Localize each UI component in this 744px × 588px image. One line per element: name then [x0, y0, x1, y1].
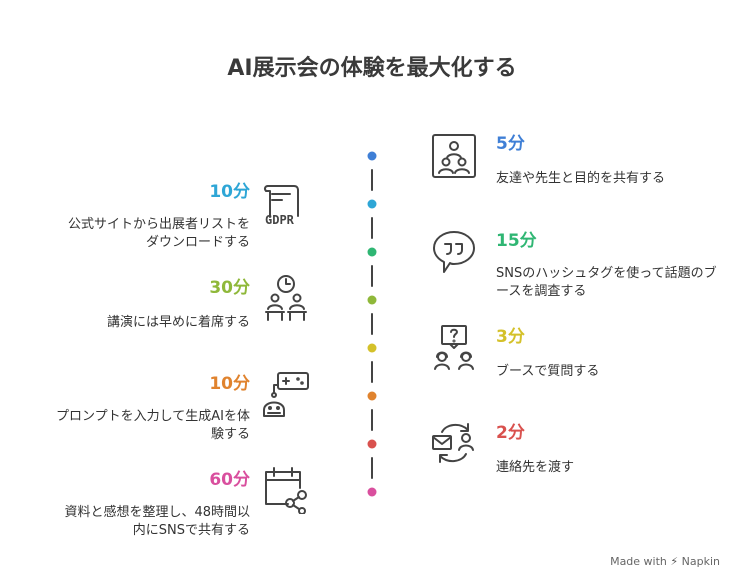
timeline-dot	[367, 295, 377, 305]
timeline-item-left-1: 10分 公式サイトから出展者リストを ダウンロードする	[20, 182, 250, 252]
duration-label: 2分	[496, 423, 525, 443]
timeline-dot	[367, 247, 377, 257]
description-label: SNSのハッシュタグを使って話題のブースを調査する	[496, 266, 717, 299]
timeline-item-left-4: 60分 資料と感想を整理し、48時間以 内にSNSで共有する	[20, 470, 250, 540]
description-line: 公式サイトから出展者リストを	[67, 217, 250, 232]
timeline-dot	[367, 151, 377, 161]
quote-bubble-icon	[430, 228, 478, 276]
duration-label: 30分	[209, 278, 250, 298]
timeline-dot	[367, 487, 377, 497]
description-line: ダウンロードする	[145, 235, 250, 250]
timeline-item-right-2: 15分 SNSのハッシュタグを使って話題のブースを調査する	[496, 231, 726, 301]
made-with-napkin-credit: Made with ⚡ Napkin	[610, 555, 720, 568]
duration-label: 60分	[209, 470, 250, 490]
description-line: 資料と感想を整理し、48時間以	[64, 505, 250, 520]
description-label: ブースで質問する	[496, 364, 600, 379]
description-label: 連絡先を渡す	[496, 460, 575, 475]
made-with-label: Made with	[610, 555, 667, 568]
duration-label: 3分	[496, 327, 525, 347]
description-line: プロンプトを入力して生成AIを体	[56, 409, 250, 424]
group-portrait-icon	[430, 132, 478, 180]
description-label: 公式サイトから出展者リストを ダウンロードする	[20, 216, 250, 252]
napkin-logo-icon: ⚡	[670, 555, 679, 568]
duration-label: 15分	[496, 231, 537, 251]
timeline-item-left-2: 30分 講演には早めに着席する	[20, 278, 250, 332]
timeline-dot	[367, 343, 377, 353]
description-line: 内にSNSで共有する	[132, 523, 250, 538]
robot-gamepad-icon	[262, 370, 310, 418]
description-line: 講演には早めに着席する	[106, 315, 250, 330]
calendar-share-icon	[262, 466, 310, 515]
timeline-dot	[367, 391, 377, 401]
duration-label: 10分	[209, 182, 250, 202]
timeline-dot	[367, 439, 377, 449]
description-label: プロンプトを入力して生成AIを体 験する	[20, 408, 250, 444]
duration-label: 5分	[496, 134, 525, 154]
description-label: 友達や先生と目的を共有する	[496, 171, 666, 186]
description-label: 資料と感想を整理し、48時間以 内にSNSで共有する	[20, 504, 250, 540]
timeline-dot	[367, 199, 377, 209]
description-line: 験する	[210, 427, 250, 442]
napkin-brand-label: Napkin	[681, 555, 720, 568]
description-label: 講演には早めに着席する	[20, 314, 250, 332]
page-title: AI展示会の体験を最大化する	[227, 56, 517, 81]
svg-text:GDPR: GDPR	[265, 213, 295, 227]
gdpr-document-icon: GDPR	[262, 180, 310, 228]
timeline-item-left-3: 10分 プロンプトを入力して生成AIを体 験する	[20, 374, 250, 444]
duration-label: 10分	[209, 374, 250, 394]
seated-clock-icon	[262, 274, 310, 322]
exchange-contact-icon	[430, 418, 478, 466]
timeline-item-right-1: 5分 友達や先生と目的を共有する	[496, 134, 736, 188]
timeline-item-right-4: 2分 連絡先を渡す	[496, 423, 736, 477]
question-people-icon	[430, 324, 478, 372]
timeline-item-right-3: 3分 ブースで質問する	[496, 327, 736, 381]
